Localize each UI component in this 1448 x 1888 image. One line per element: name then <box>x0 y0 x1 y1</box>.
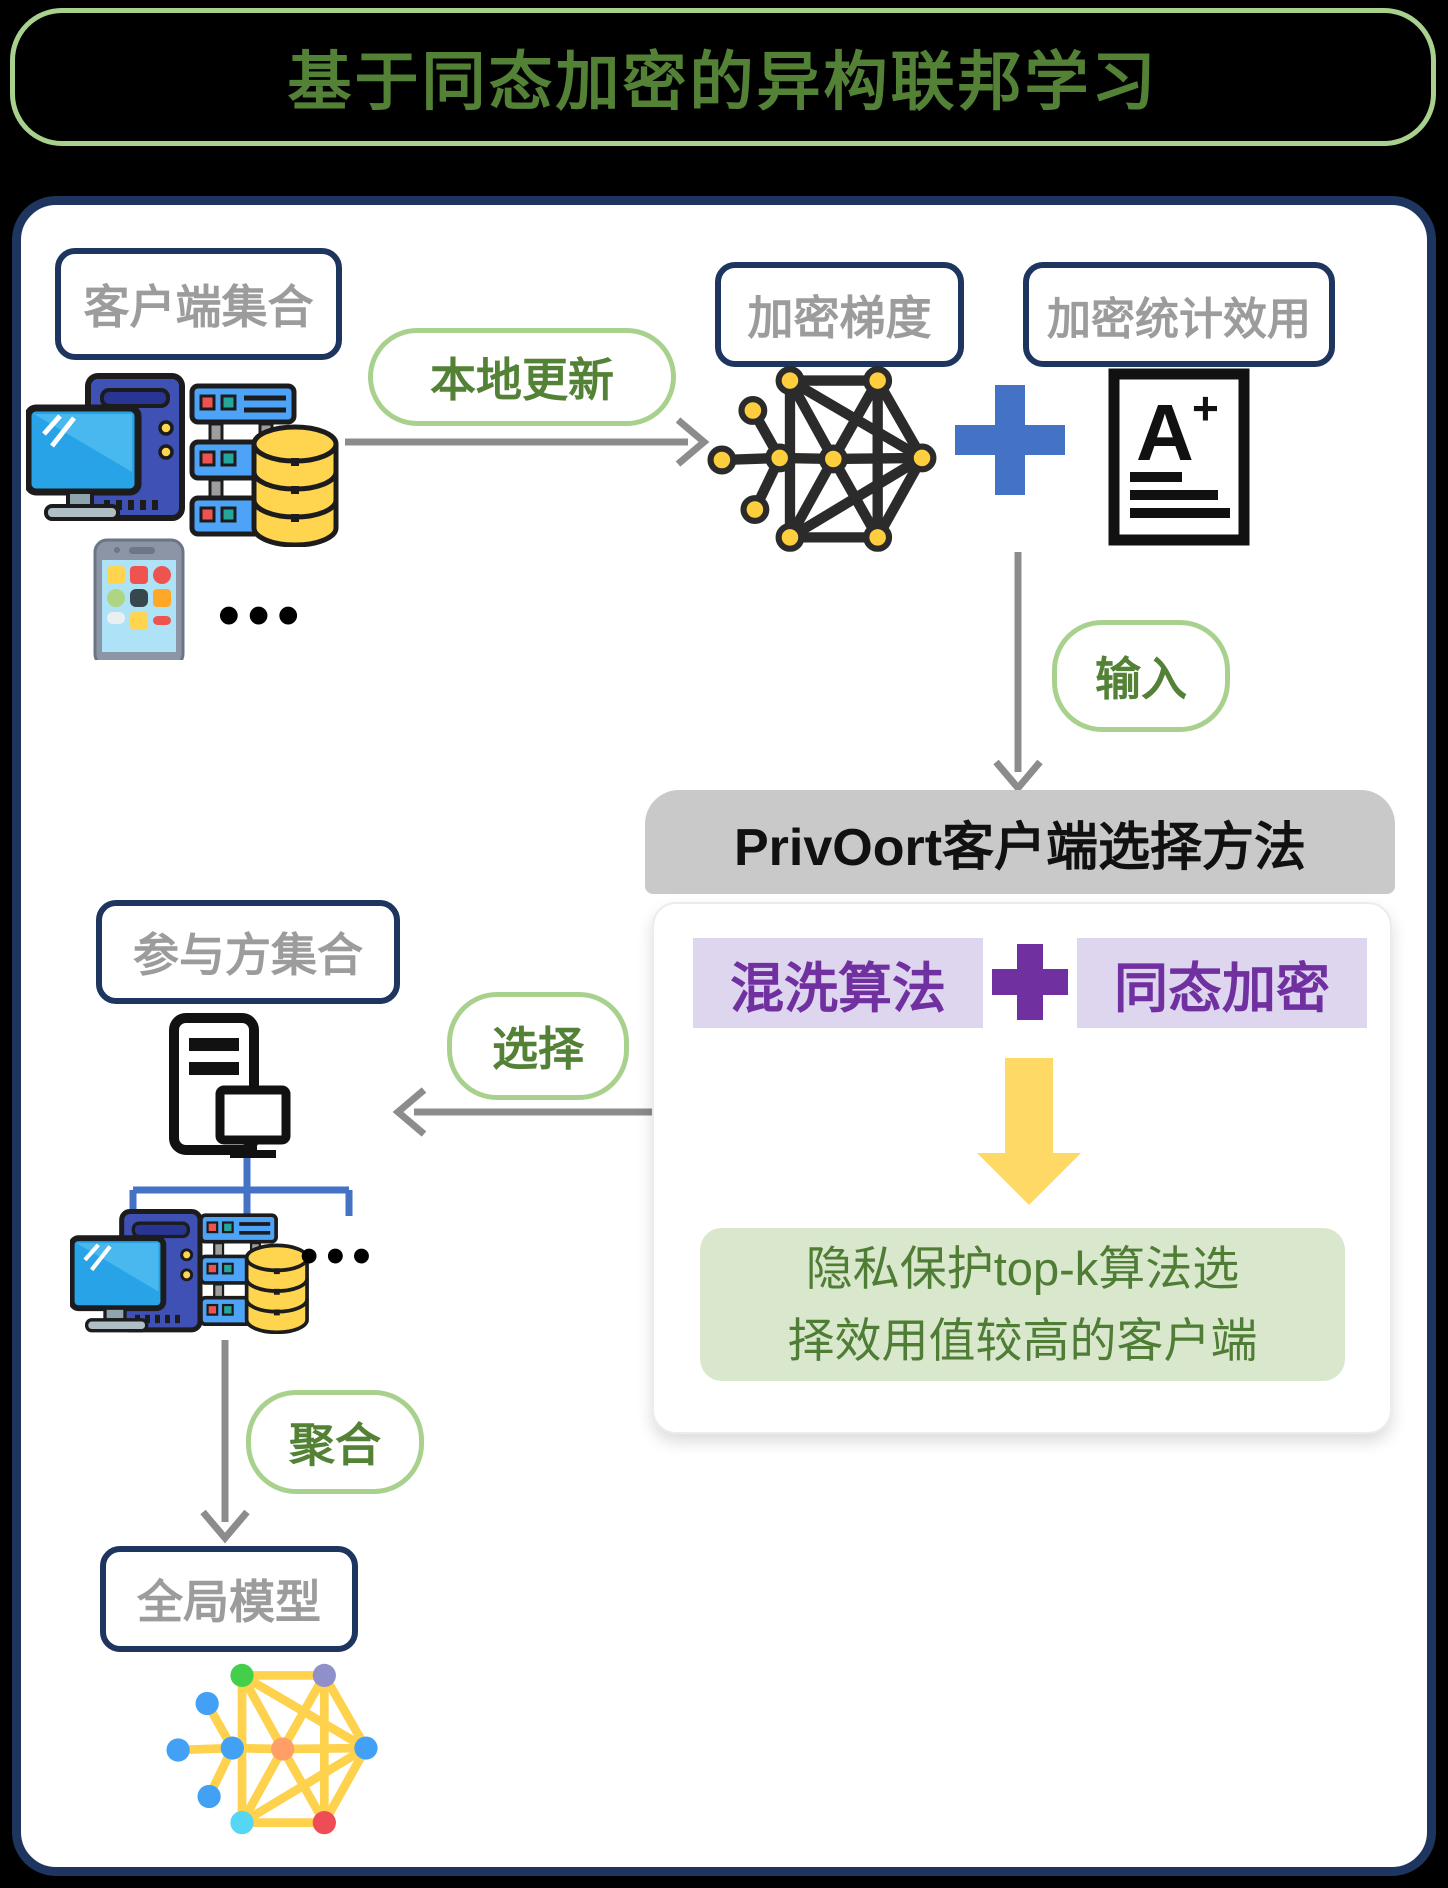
client-set-box: 客户端集合 <box>55 248 342 360</box>
participant-set-box: 参与方集合 <box>96 900 400 1004</box>
shuffle-algorithm-box: 混洗算法 <box>693 938 983 1028</box>
smartphone-icon <box>93 538 185 660</box>
server-database-icon <box>188 382 340 547</box>
participant-tree-lines <box>129 1152 353 1222</box>
client-ellipsis: ••• <box>218 581 308 650</box>
title-banner: 基于同态加密的异构联邦学习 <box>10 8 1436 146</box>
input-pill: 输入 <box>1052 620 1230 732</box>
encrypted-utility-box: 加密统计效用 <box>1023 262 1335 367</box>
aggregate-pill: 聚合 <box>246 1390 424 1494</box>
aggregate-label: 聚合 <box>289 1419 381 1471</box>
gradient-network-icon <box>707 366 937 552</box>
participant-computer-icon <box>70 1208 210 1340</box>
score-document-icon: A + <box>1108 368 1250 546</box>
plus-icon <box>955 385 1065 495</box>
coordinator-server-icon <box>169 1013 291 1158</box>
homomorphic-encryption-box: 同态加密 <box>1077 938 1367 1028</box>
client-set-label: 客户端集合 <box>83 281 314 333</box>
encrypted-gradient-box: 加密梯度 <box>715 262 964 367</box>
purple-plus-icon <box>992 944 1068 1020</box>
shuffle-algorithm-label: 混洗算法 <box>730 958 946 1019</box>
global-model-box: 全局模型 <box>100 1546 358 1652</box>
global-model-label: 全局模型 <box>137 1576 321 1628</box>
participant-server-database-icon <box>199 1213 309 1334</box>
computer-icon <box>26 372 194 530</box>
encrypted-utility-label: 加密统计效用 <box>1047 294 1311 344</box>
select-label: 选择 <box>492 1023 584 1075</box>
svg-text:A: A <box>1136 388 1194 477</box>
local-update-pill: 本地更新 <box>368 328 676 426</box>
participant-ellipsis: ••• <box>300 1227 379 1285</box>
local-update-label: 本地更新 <box>430 354 614 406</box>
topk-result-line1: 隐私保护top-k算法选 <box>805 1241 1240 1295</box>
homomorphic-encryption-label: 同态加密 <box>1114 958 1330 1019</box>
yellow-down-arrow <box>977 1058 1081 1205</box>
global-model-network-icon <box>166 1663 378 1835</box>
encrypted-gradient-label: 加密梯度 <box>747 291 932 344</box>
privoort-header: PrivOort客户端选择方法 <box>645 790 1395 894</box>
input-label: 输入 <box>1095 653 1187 705</box>
page-title: 基于同态加密的异构联邦学习 <box>287 46 1159 118</box>
topk-result-box: 隐私保护top-k算法选 择效用值较高的客户端 <box>700 1228 1345 1381</box>
privoort-title: PrivOort客户端选择方法 <box>733 818 1307 877</box>
svg-text:+: + <box>1192 382 1219 434</box>
topk-result-line2: 择效用值较高的客户端 <box>787 1313 1258 1367</box>
participant-set-label: 参与方集合 <box>133 929 363 981</box>
select-pill: 选择 <box>447 992 629 1100</box>
